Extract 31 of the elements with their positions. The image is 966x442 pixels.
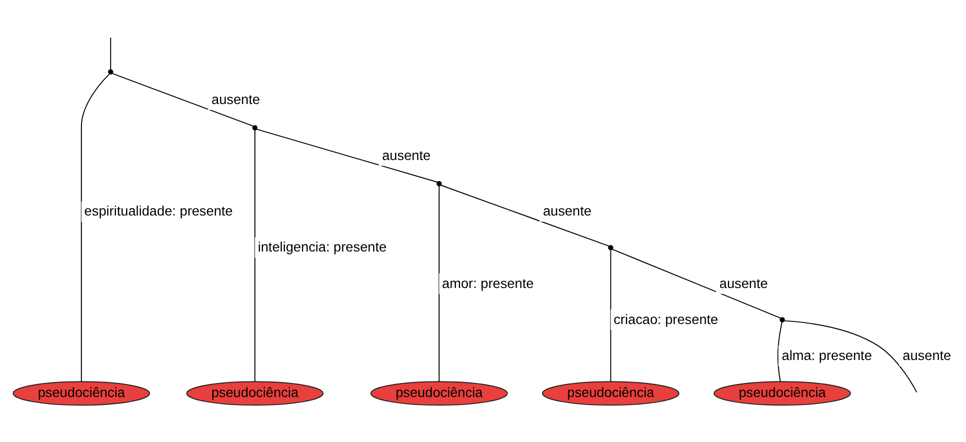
edge-label: ausente [902, 348, 952, 363]
connector [254, 130, 256, 382]
edge-label: alma: presente [782, 348, 872, 363]
connector [80, 74, 110, 382]
connector [440, 184, 610, 247]
node-ellipse: pseudociência [12, 381, 150, 406]
edge-label: ausente [719, 276, 768, 291]
connector [784, 320, 918, 393]
edge-label: ausente [542, 204, 592, 219]
edge-label: ausente [212, 92, 260, 107]
node-point [108, 69, 114, 74]
edge-label: ausente [382, 148, 431, 163]
node-point [252, 125, 258, 130]
edge-label: amor: presente [442, 276, 534, 291]
node-point [780, 317, 785, 322]
edge-label: inteligencia: presente [258, 240, 387, 255]
connector [110, 37, 112, 70]
connector [612, 248, 782, 319]
connector [610, 249, 612, 382]
connector [438, 185, 440, 382]
edge-label: criacao: presente [614, 312, 718, 327]
node-point [436, 181, 442, 186]
connector [256, 128, 438, 183]
node-ellipse: pseudociência [714, 381, 851, 406]
node-ellipse: pseudociência [186, 381, 324, 406]
connector [777, 322, 782, 382]
connector [112, 72, 254, 127]
node-point [608, 245, 614, 250]
node-ellipse: pseudociência [370, 381, 508, 406]
edge-label: espiritualidade: presente [84, 204, 233, 219]
node-ellipse: pseudociência [542, 381, 680, 406]
